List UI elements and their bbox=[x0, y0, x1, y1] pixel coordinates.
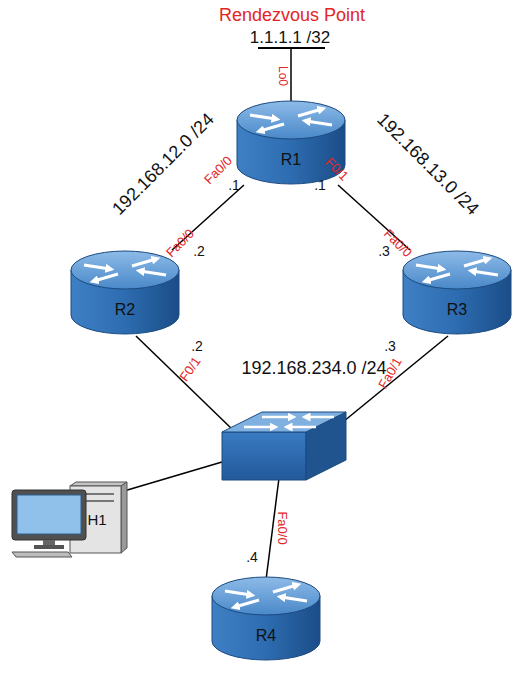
router-arrow bbox=[281, 597, 307, 601]
router-arrow bbox=[132, 259, 156, 266]
router-arrow bbox=[250, 115, 276, 119]
address-label: .3 bbox=[384, 339, 396, 353]
router-top bbox=[403, 251, 511, 289]
router-icon bbox=[70, 250, 180, 335]
interface-label: F0/1 bbox=[177, 355, 203, 384]
router-node: R2 bbox=[70, 250, 180, 335]
router-arrow bbox=[84, 265, 110, 269]
pc-screen bbox=[17, 495, 81, 534]
router-arrow bbox=[464, 259, 488, 266]
address-label: 192.168.13.0 /24 bbox=[374, 110, 482, 218]
router-arrow bbox=[140, 271, 166, 275]
loopback-wire bbox=[290, 48, 292, 104]
router-icon bbox=[402, 250, 512, 335]
router-arrow bbox=[472, 271, 498, 275]
router-arrow bbox=[225, 591, 251, 595]
router-arrow bbox=[416, 265, 442, 269]
router-node: R3 bbox=[402, 250, 512, 335]
switch-arrow bbox=[262, 416, 292, 419]
router-arrow bbox=[94, 274, 118, 281]
lan-wire bbox=[338, 336, 448, 426]
switch-arrow bbox=[244, 426, 274, 429]
address-label: 192.168.12.0 /24 bbox=[109, 110, 217, 218]
router-top bbox=[212, 577, 320, 615]
router-top bbox=[237, 101, 345, 139]
pc-keyboard bbox=[12, 552, 72, 557]
router-arrow bbox=[426, 274, 450, 281]
device-name: H1 bbox=[72, 512, 122, 527]
pc-base bbox=[34, 545, 64, 549]
address-label: .3 bbox=[378, 244, 390, 258]
address-label: .1 bbox=[314, 178, 326, 192]
switch-top bbox=[222, 412, 346, 432]
router-arrow bbox=[306, 121, 332, 125]
pc-tower-side bbox=[121, 482, 127, 553]
interface-label: Fa0/0 bbox=[164, 227, 197, 260]
lan-wire bbox=[124, 462, 222, 491]
switch-arrow bbox=[306, 416, 334, 419]
device-name: R4 bbox=[211, 628, 321, 644]
device-name: R3 bbox=[402, 302, 512, 318]
lan-wire bbox=[136, 336, 234, 431]
address-label: .2 bbox=[193, 244, 205, 258]
router-arrow bbox=[298, 109, 322, 116]
router-node: R4 bbox=[211, 576, 321, 661]
router-icon bbox=[236, 100, 346, 185]
router-arrow bbox=[235, 600, 259, 607]
address-label: 1.1.1.1 /32 bbox=[250, 29, 330, 46]
host-node: H1 bbox=[10, 482, 128, 558]
router-node: R1 bbox=[236, 100, 346, 185]
device-name: R2 bbox=[70, 302, 180, 318]
interface-label: Fa0/0 bbox=[276, 511, 289, 544]
router-arrow bbox=[260, 124, 284, 131]
address-label: .2 bbox=[191, 339, 203, 353]
address-label: .1 bbox=[228, 178, 240, 192]
address-label: 192.168.234.0 /24 bbox=[241, 359, 386, 377]
address-label: .4 bbox=[246, 550, 258, 564]
pc-monitor bbox=[12, 490, 86, 540]
interface-label: Lo0 bbox=[277, 66, 289, 86]
switch-arrow bbox=[288, 426, 316, 429]
pc-tower-top bbox=[70, 482, 127, 486]
router-arrow bbox=[273, 585, 297, 592]
router-top bbox=[71, 251, 179, 289]
switch-front bbox=[222, 432, 306, 480]
pc-icon bbox=[10, 482, 128, 558]
router-icon bbox=[211, 576, 321, 661]
interface-label: Rendezvous Point bbox=[219, 6, 365, 24]
